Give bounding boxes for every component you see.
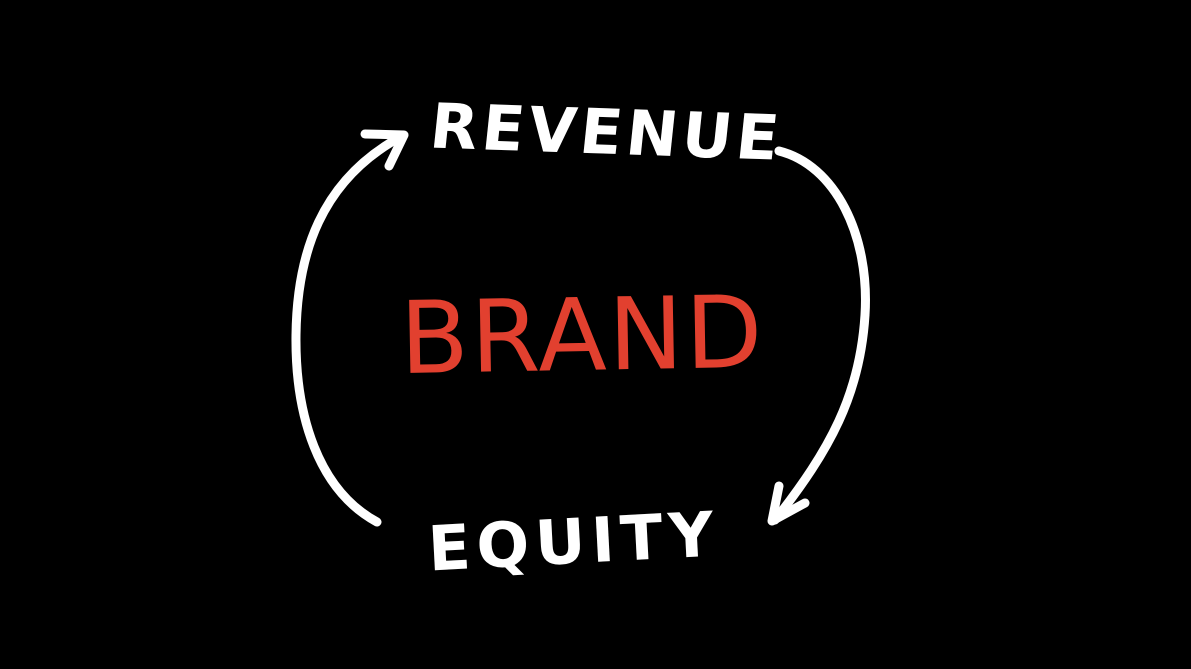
brand-label: BRAND: [398, 273, 766, 398]
arrow-revenue-to-equity: [770, 146, 870, 525]
arrow-revenue-to-equity-head: [767, 481, 810, 526]
equity-label: EQUITY: [426, 497, 722, 586]
arrow-equity-to-revenue: [291, 131, 407, 527]
revenue-label: REVENUE: [426, 89, 787, 175]
arrow-equity-to-revenue-head: [360, 129, 409, 171]
